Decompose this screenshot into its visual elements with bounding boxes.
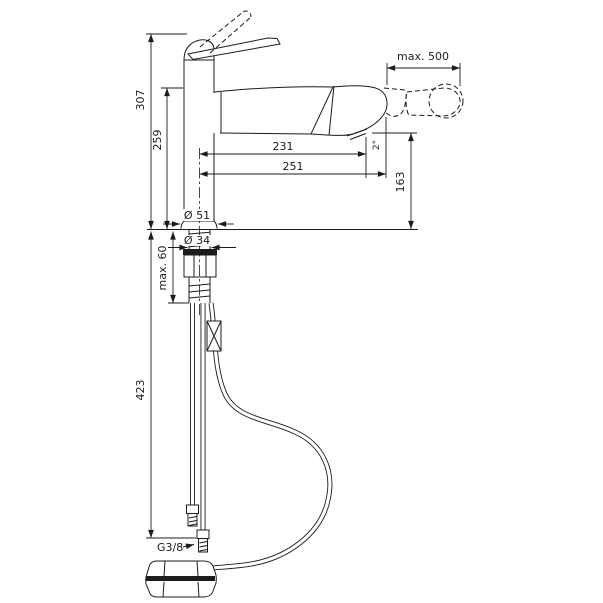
dim-label-thread: G3/8 bbox=[157, 541, 183, 554]
spray-head bbox=[310, 85, 388, 136]
dimension-spout-height: 259 bbox=[151, 87, 183, 229]
dimension-base-diameter: Ø 51 bbox=[163, 209, 234, 227]
gasket bbox=[183, 249, 217, 255]
dim-label-outlet-height: 163 bbox=[394, 172, 407, 193]
spray-head-swivel-circle bbox=[428, 83, 464, 119]
dim-label-reach-outer: 251 bbox=[283, 160, 304, 173]
dimension-total-height: 307 bbox=[134, 33, 187, 229]
dim-label-spout-height: 259 bbox=[151, 130, 164, 151]
hose-fitting-left bbox=[186, 504, 199, 527]
mounting-nut bbox=[183, 254, 217, 278]
dimension-thread: G3/8 bbox=[157, 541, 195, 554]
dim-label-outlet-angle: 2° bbox=[372, 140, 382, 150]
spout-top-edge bbox=[213, 86, 334, 93]
supply-hoses bbox=[190, 303, 206, 530]
dimension-reach: 231 251 2° bbox=[199, 117, 387, 178]
hose-fitting-right bbox=[196, 529, 210, 553]
pullout-hose bbox=[208, 302, 333, 571]
hose-weight bbox=[145, 560, 217, 598]
aerator-face bbox=[346, 128, 368, 137]
spray-head-pulled-out bbox=[383, 83, 464, 119]
faucet-body bbox=[180, 37, 388, 229]
dimension-outlet-height: 163 bbox=[372, 132, 417, 229]
dim-label-reach-inner: 231 bbox=[273, 140, 294, 153]
spout-bottom-edge bbox=[219, 132, 312, 135]
dimension-counter-thickness: max. 60 bbox=[156, 231, 189, 304]
dim-label-hole-diameter: Ø 34 bbox=[184, 234, 210, 247]
dim-label-total-height: 307 bbox=[134, 90, 147, 111]
dimension-hose-length: 423 bbox=[134, 231, 196, 539]
dimension-hole-diameter: Ø 34 bbox=[168, 234, 236, 251]
handle-lever bbox=[187, 37, 281, 61]
dim-label-hose-length: 423 bbox=[134, 380, 147, 401]
dim-label-pullout-length: max. 500 bbox=[397, 50, 449, 63]
hose-connector bbox=[206, 320, 222, 352]
pullout-hose-dashed bbox=[385, 91, 408, 117]
dimensions: 307 259 max. 500 231 251 2° bbox=[134, 33, 461, 554]
handle-raised-position bbox=[199, 10, 252, 54]
dim-label-counter-thickness: max. 60 bbox=[156, 246, 169, 291]
dim-label-base-diameter: Ø 51 bbox=[184, 209, 210, 222]
dimension-pullout-length: max. 500 bbox=[386, 50, 461, 86]
installation bbox=[145, 230, 333, 598]
